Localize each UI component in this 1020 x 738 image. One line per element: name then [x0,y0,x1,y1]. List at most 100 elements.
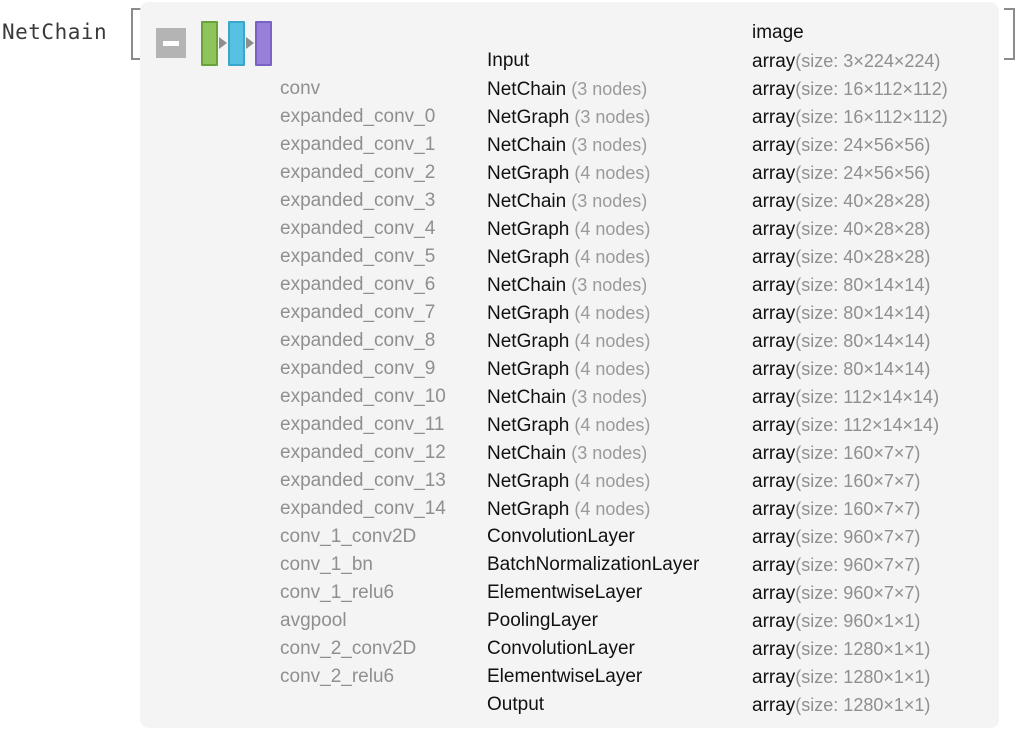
layer-name-cell[interactable]: expanded_conv_6 [280,274,436,295]
layer-type-label: Output [487,694,545,715]
array-size-label: (size: 960×7×7) [795,555,921,575]
layer-type-cell[interactable]: NetChain (3 nodes) [487,439,647,468]
layer-type-label: NetChain [487,275,567,296]
node-count-label: (3 nodes) [569,107,651,127]
layer-name-cell[interactable]: expanded_conv_8 [280,330,436,351]
array-type-label: array [752,191,796,212]
array-size-label: (size: 1280×1×1) [795,639,931,659]
layer-type-cell[interactable]: Input [487,47,529,75]
layer-name-cell[interactable]: expanded_conv_5 [280,246,436,267]
array-type-label: array [752,359,796,380]
open-bracket [131,8,142,60]
output-shape-cell: array(size: 80×14×14) [752,327,930,356]
layer-type-cell[interactable]: ConvolutionLayer [487,523,635,551]
layer-name-cell[interactable]: conv_2_conv2D [280,638,417,659]
layer-block-green [201,20,218,66]
table-row: conv NetChain (3 nodes) array(size: 16×112… [140,75,999,103]
layer-type-cell[interactable]: NetGraph (4 nodes) [487,467,650,496]
shape-header-label: image [752,22,804,43]
layer-name-cell[interactable]: avgpool [280,610,347,631]
layer-type-label: BatchNormalizationLayer [487,554,700,575]
layer-type-label: NetGraph [487,499,570,520]
layer-type-cell[interactable]: NetGraph (3 nodes) [487,103,650,132]
network-thumbnail[interactable] [201,20,272,66]
table-row: expanded_conv_9 NetGraph (4 nodes) array(s… [140,355,999,383]
collapse-button[interactable] [156,28,186,58]
layer-type-label: NetChain [487,79,567,100]
layer-type-label: NetChain [487,191,567,212]
array-type-label: array [752,499,796,520]
layer-type-cell[interactable]: BatchNormalizationLayer [487,551,699,579]
layer-name-cell[interactable]: expanded_conv_0 [280,106,436,127]
layer-name-cell[interactable]: expanded_conv_2 [280,162,436,183]
array-type-label: array [752,107,796,128]
layer-type-label: NetGraph [487,107,570,128]
output-shape-cell: array(size: 16×112×112) [752,75,948,104]
layer-name-cell[interactable]: expanded_conv_13 [280,470,446,491]
layer-name-cell[interactable]: expanded_conv_10 [280,386,446,407]
layer-type-cell[interactable]: NetGraph (4 nodes) [487,327,650,356]
arrow-right-icon [246,37,254,49]
array-size-label: (size: 40×28×28) [795,219,931,239]
layer-name-cell[interactable]: conv_1_relu6 [280,582,395,603]
arrow-right-icon [219,37,227,49]
layer-type-cell[interactable]: ElementwiseLayer [487,579,642,607]
layer-type-cell[interactable]: NetChain (3 nodes) [487,75,647,104]
layer-type-cell[interactable]: NetGraph (4 nodes) [487,495,650,524]
layer-type-cell[interactable]: ConvolutionLayer [487,635,635,663]
layer-name-cell[interactable]: expanded_conv_1 [280,134,436,155]
layer-type-cell[interactable]: PoolingLayer [487,607,598,635]
layer-name-cell[interactable]: expanded_conv_4 [280,218,436,239]
layer-name-cell[interactable]: expanded_conv_14 [280,498,446,519]
layer-name-cell[interactable]: conv_1_bn [280,554,373,575]
layer-block-blue [228,20,245,66]
layer-type-cell[interactable]: NetGraph (4 nodes) [487,299,650,328]
array-type-label: array [752,247,796,268]
layer-type-cell[interactable]: NetChain (3 nodes) [487,383,647,412]
layer-name-cell[interactable]: expanded_conv_12 [280,442,446,463]
output-shape-cell: array(size: 80×14×14) [752,271,930,300]
node-count-label: (4 nodes) [569,415,651,435]
layer-type-cell[interactable]: NetGraph (4 nodes) [487,215,650,244]
output-shape-cell: array(size: 160×7×7) [752,439,920,468]
layer-name-cell[interactable]: conv_2_relu6 [280,666,395,687]
layer-type-label: NetGraph [487,219,570,240]
layer-type-label: ConvolutionLayer [487,638,635,659]
layer-type-label: NetGraph [487,415,570,436]
layer-type-cell[interactable]: NetChain (3 nodes) [487,187,647,216]
output-shape-cell: array(size: 1280×1×1) [752,691,930,720]
array-size-label: (size: 960×1×1) [795,611,921,631]
array-type-label: array [752,51,796,72]
layer-type-cell[interactable]: NetChain (3 nodes) [487,131,647,160]
layer-type-cell[interactable]: NetGraph (4 nodes) [487,243,650,272]
layer-name-cell[interactable]: expanded_conv_9 [280,358,436,379]
output-shape-cell: array(size: 80×14×14) [752,355,930,384]
layer-type-cell[interactable]: Output [487,691,544,719]
layer-name-cell[interactable]: conv_1_conv2D [280,526,417,547]
array-type-label: array [752,695,796,716]
layer-name-cell[interactable]: expanded_conv_3 [280,190,436,211]
layer-type-label: ConvolutionLayer [487,526,635,547]
array-size-label: (size: 16×112×112) [795,79,948,99]
layer-type-cell[interactable]: NetChain (3 nodes) [487,271,647,300]
layer-block-purple [255,20,272,66]
node-count-label: (4 nodes) [569,471,651,491]
layer-name-cell[interactable]: expanded_conv_11 [280,414,445,435]
output-shape-cell: array(size: 160×7×7) [752,495,920,524]
layer-type-cell[interactable]: NetGraph (4 nodes) [487,355,650,384]
node-count-label: (4 nodes) [569,303,651,323]
layer-type-cell[interactable]: NetGraph (4 nodes) [487,411,650,440]
array-size-label: (size: 24×56×56) [795,135,931,155]
layer-type-cell[interactable]: ElementwiseLayer [487,663,642,691]
layer-name-cell[interactable]: conv [280,78,321,99]
layer-name-cell[interactable]: expanded_conv_7 [280,302,436,323]
layer-type-label: ElementwiseLayer [487,666,643,687]
array-type-label: array [752,471,796,492]
output-shape-cell: array(size: 24×56×56) [752,159,930,188]
output-shape-cell: array(size: 112×14×14) [752,411,939,440]
layer-type-cell[interactable]: NetGraph (4 nodes) [487,159,650,188]
